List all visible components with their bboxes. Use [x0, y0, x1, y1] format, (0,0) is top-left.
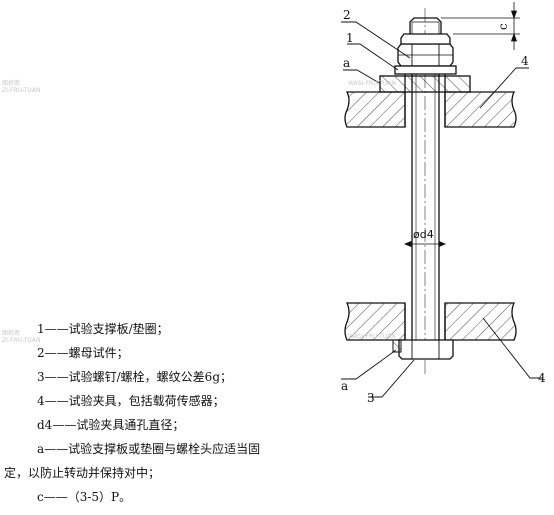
callout-4-top: 4 — [521, 54, 529, 68]
callout-a-bottom: a — [341, 379, 348, 393]
bolt-head — [398, 339, 454, 360]
fixture-plate-top — [344, 74, 517, 128]
watermark: WASI-FRU-TUAN — [348, 333, 396, 340]
callout-a-top: a — [343, 56, 350, 70]
legend-item-2: 2——螺母试件； — [37, 346, 129, 360]
support-block-bottom — [392, 339, 402, 353]
legend-item-3: 3——试验螺钉/螺栓，螺纹公差6g； — [37, 370, 232, 384]
legend-item-d4: d4——试验夹具通孔直径； — [37, 418, 185, 432]
callout-2: 2 — [343, 8, 351, 22]
diameter-dimension — [403, 240, 447, 248]
legend-item-a: a——试验支撑板或垫圈与螺栓头应适当固 — [37, 442, 261, 456]
legend-item-1: 1——试验支撑板/垫圈； — [37, 322, 169, 336]
bolt-shank — [411, 74, 440, 340]
legend-item-a-cont: 定，以防止转动并保持对中； — [4, 466, 161, 480]
callout-3: 3 — [367, 391, 375, 405]
watermark: WASI-FRU-TUAN — [348, 80, 396, 87]
callout-4-bottom: 4 — [538, 371, 546, 385]
clearance-label: c — [496, 23, 510, 30]
bolt-thread-top — [409, 17, 442, 34]
support-washer — [394, 65, 457, 75]
legend-item-c: c——（3-5）P。 — [37, 490, 132, 504]
watermark: 图机密 ZI-FRU-TUAN — [2, 330, 41, 344]
callout-1: 1 — [346, 31, 354, 45]
leader-lines — [341, 21, 543, 398]
fixture-plate-bottom — [344, 302, 517, 341]
legend-item-4: 4——试验夹具，包括载荷传感器； — [37, 394, 225, 408]
clearance-dimension — [441, 2, 520, 50]
nut-specimen — [397, 33, 454, 67]
diameter-label: ød4 — [413, 228, 434, 241]
watermark: 图机密 ZI-FRU-TUAN — [2, 80, 41, 94]
